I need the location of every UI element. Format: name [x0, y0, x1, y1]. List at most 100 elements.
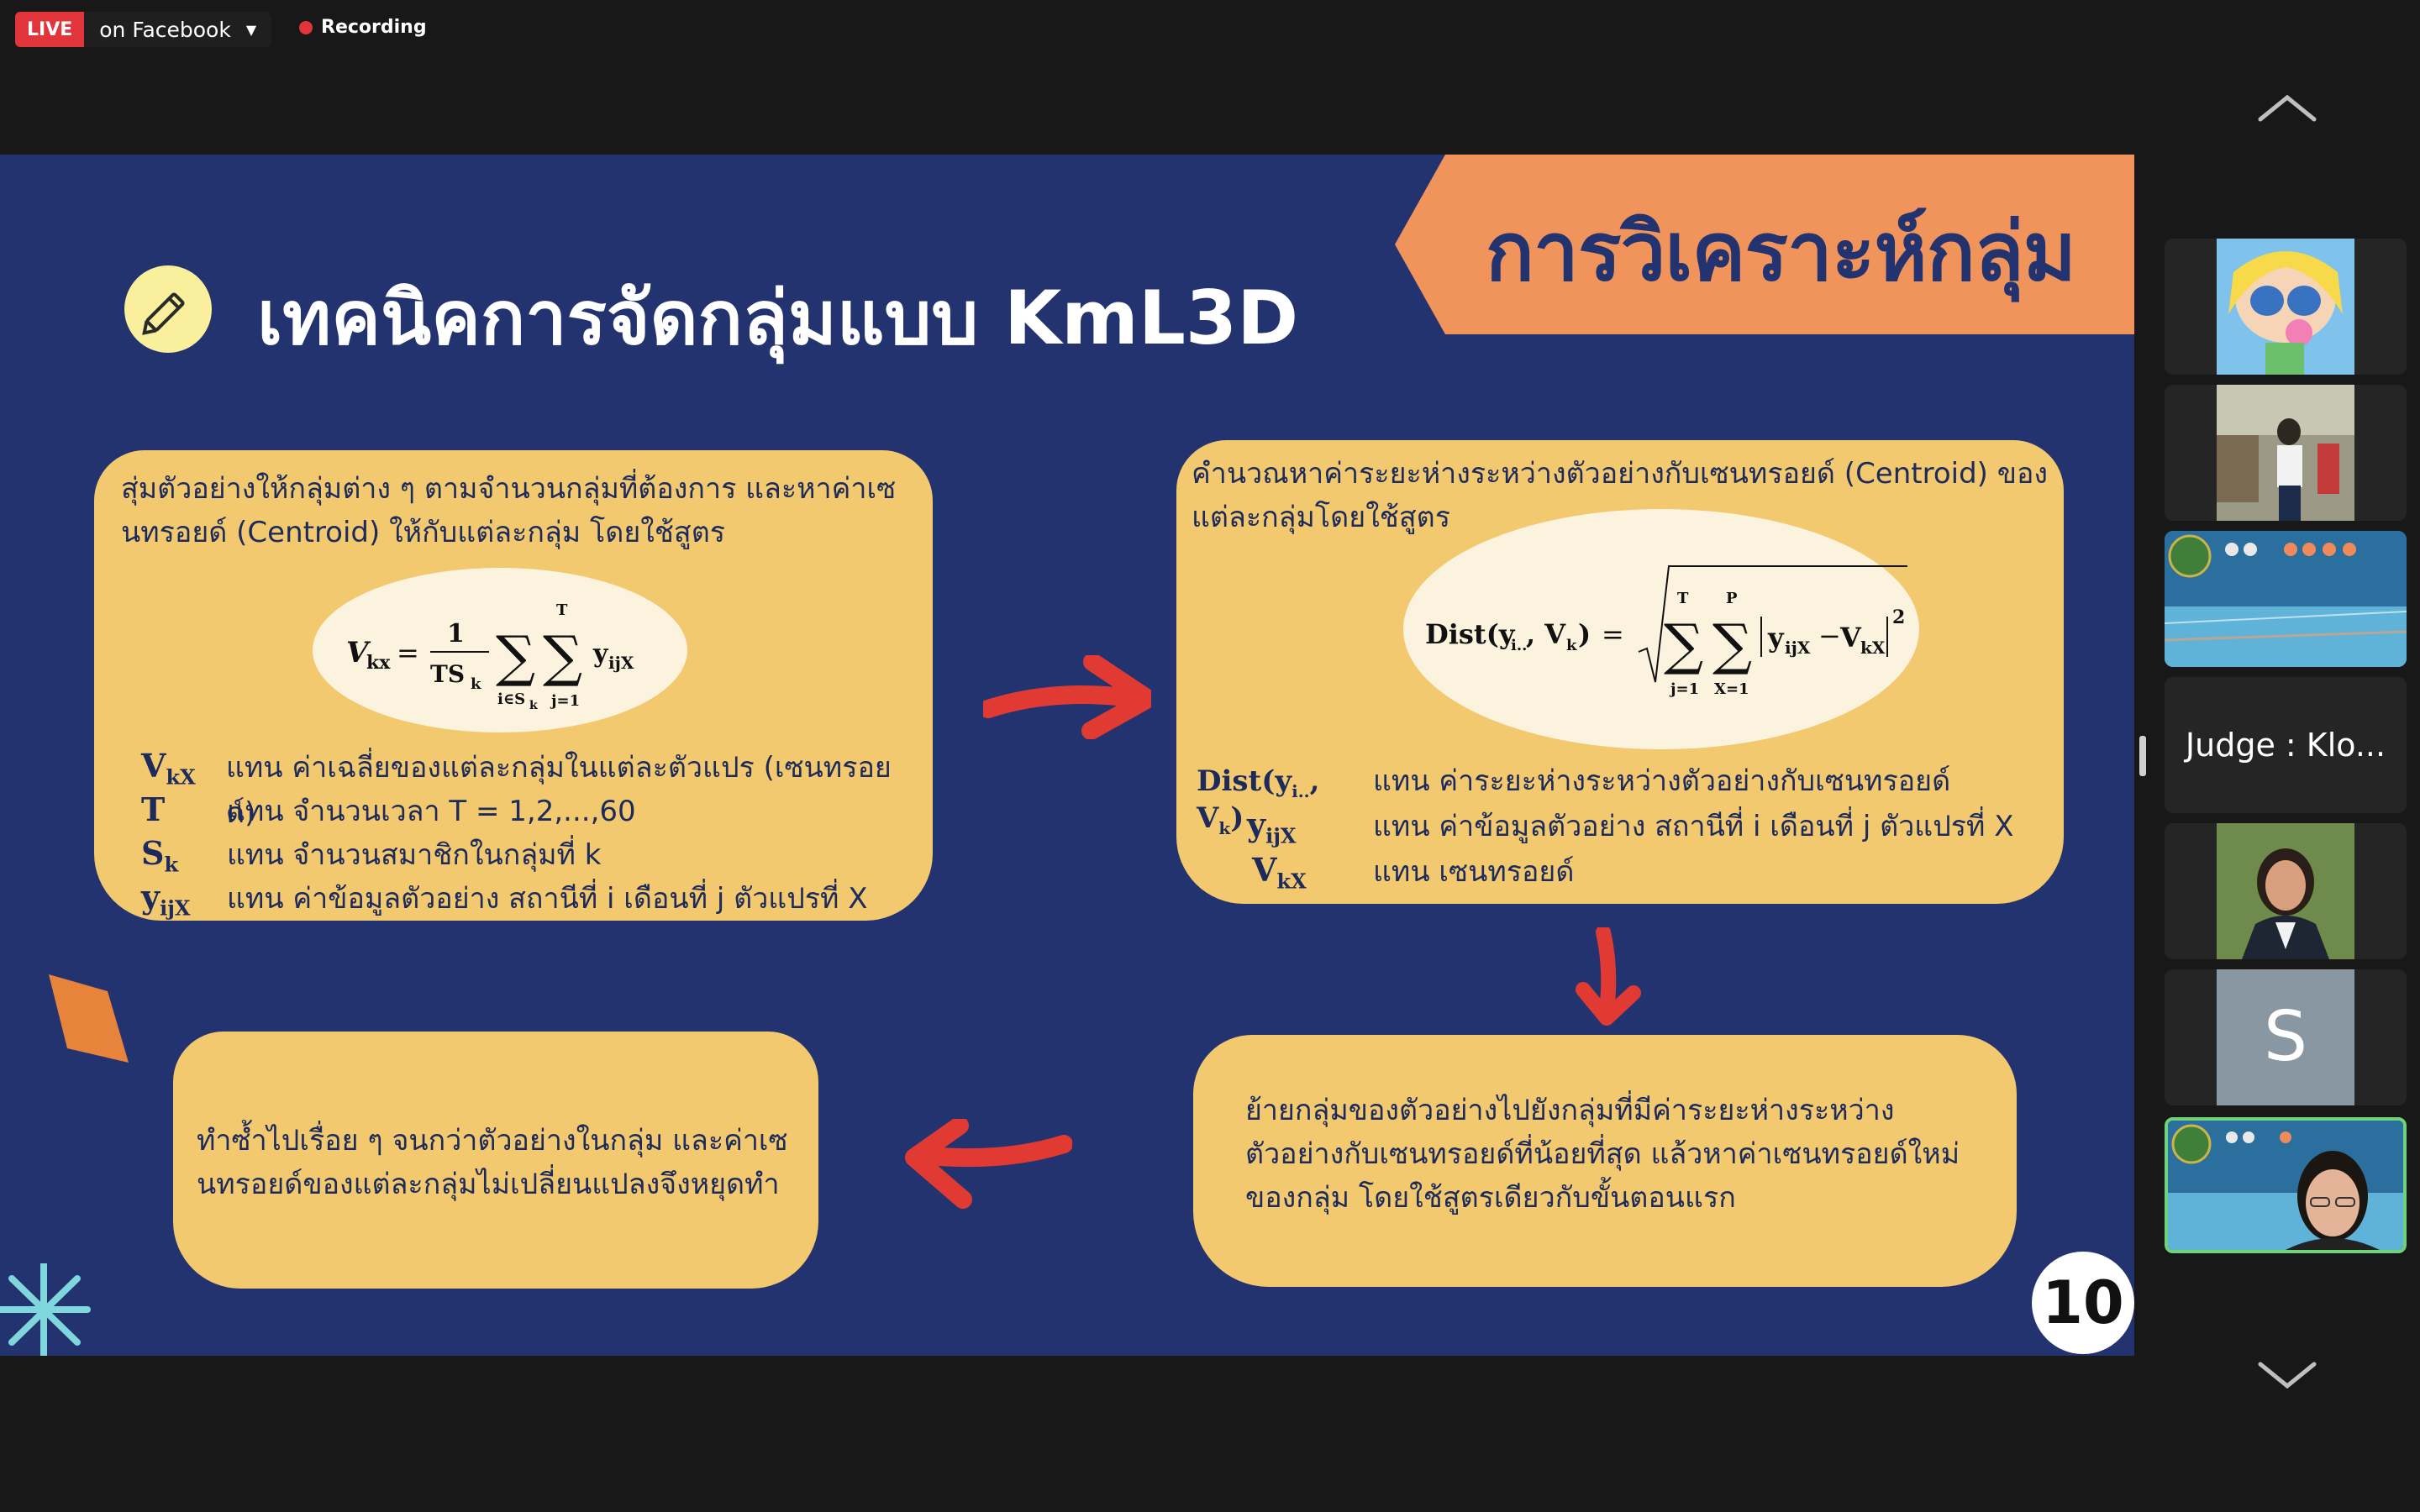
orange-leaf-decoration: [49, 974, 129, 1063]
step2-text-line2: แต่ละกลุ่มโดยใช้สูตร: [1192, 501, 1450, 534]
legend-symbol: yijX: [1247, 806, 1297, 848]
arrow-down-icon: [1571, 925, 1647, 1032]
distance-formula: Dist(y i.. , V k ) = ∑ T j=1 ∑ P X=1 y i…: [1403, 509, 1919, 749]
step1-text-line2: นทรอยด์ (Centroid) ให้กับแต่ละกลุ่ม โดยใ…: [121, 516, 726, 549]
live-facebook-dropdown[interactable]: LIVE on Facebook ▼: [15, 12, 272, 47]
legend-symbol: Dist(yi.., Vk): [1197, 764, 1320, 838]
svg-text:=: =: [397, 637, 419, 669]
legend-row: yijX แทน ค่าข้อมูลตัวอย่าง สถานีที่ i เด…: [141, 875, 914, 921]
svg-text:∑: ∑: [543, 624, 582, 689]
participant-tile[interactable]: [2165, 239, 2407, 375]
photo-avatar-icon: [2217, 385, 2354, 521]
live-badge: LIVE: [15, 12, 85, 47]
participant-tile[interactable]: [2165, 823, 2407, 959]
slide-title: เทคนิคการจัดกลุ่มแบบ KmL3D: [257, 275, 1299, 361]
svg-text:T: T: [556, 601, 568, 619]
legend-row: VkX แทน ค่าเฉลี่ยของแต่ละกลุ่มในแต่ละตัว…: [141, 744, 914, 830]
step2-legend: Dist(yi.., Vk) แทน ค่าระยะห่างระหว่างตัว…: [1197, 758, 2045, 894]
recording-indicator[interactable]: Recording: [299, 17, 427, 38]
step4-line1: ทำซ้ำไปเรื่อย ๆ จนกว่าตัวอย่างในกลุ่ม แล…: [197, 1124, 788, 1158]
svg-text:V: V: [346, 636, 371, 669]
step2-card: คำนวณหาค่าระยะห่างระหว่างตัวอย่างกับเซนท…: [1176, 440, 2064, 904]
arrow-right-icon: [979, 653, 1157, 743]
step1-legend: VkX แทน ค่าเฉลี่ยของแต่ละกลุ่มในแต่ละตัว…: [141, 744, 914, 921]
step1-text-line1: สุ่มตัวอย่างให้กลุ่มต่าง ๆ ตามจำนวนกลุ่ม…: [121, 472, 897, 506]
svg-text:2: 2: [1892, 606, 1905, 628]
svg-text:kx: kx: [366, 652, 391, 674]
legend-symbol: T: [141, 790, 166, 828]
legend-row: Dist(yi.., Vk) แทน ค่าระยะห่างระหว่างตัว…: [1197, 758, 2045, 838]
svg-text:i..: i..: [1511, 637, 1527, 654]
scroll-up-button[interactable]: [2257, 91, 2317, 133]
centroid-formula: V kx = 1 TS k ∑ i∈S k ∑ T j=1 y ijX: [313, 568, 687, 732]
chevron-down-icon: ▼: [245, 21, 257, 38]
legend-row: Sk แทน จำนวนสมาชิกในกลุ่มที่ k: [141, 832, 914, 877]
svg-text:=: =: [1602, 618, 1624, 650]
step3-line2: ตัวอย่างกับเซนทรอยด์ที่น้อยที่สุด แล้วหา…: [1245, 1137, 1960, 1171]
svg-text:y: y: [1767, 622, 1785, 654]
svg-text:, V: , V: [1526, 618, 1566, 650]
step3-card: ย้ายกลุ่มของตัวอย่างไปยังกลุ่มที่มีค่าระ…: [1193, 1035, 2017, 1287]
title-ribbon: [1395, 155, 2134, 334]
legend-symbol: VkX: [1252, 851, 1307, 894]
step3-line3: ของกลุ่ม โดยใช้สูตรเดียวกับขั้นตอนแรก: [1245, 1181, 1736, 1215]
scroll-down-button[interactable]: [2257, 1359, 2317, 1401]
recording-label: Recording: [321, 17, 427, 38]
legend-symbol: yijX: [141, 878, 191, 921]
svg-text:X=1: X=1: [1714, 680, 1749, 698]
legend-text: แทน ค่าข้อมูลตัวอย่าง สถานีที่ i เดือนที…: [227, 882, 868, 916]
participant-tile[interactable]: S: [2165, 969, 2407, 1105]
svg-text:): ): [1578, 618, 1591, 650]
svg-text:TS: TS: [430, 660, 465, 688]
svg-text:−: −: [1818, 620, 1841, 652]
step4-line2: นทรอยด์ของแต่ละกลุ่มไม่เปลี่ยนแปลงจึงหยุ…: [197, 1168, 780, 1201]
legend-text: แทน จำนวนสมาชิกในกลุ่มที่ k: [227, 838, 602, 872]
cartoon-avatar-icon: [2217, 239, 2354, 375]
step4-card: ทำซ้ำไปเรื่อย ๆ จนกว่าตัวอย่างในกลุ่ม แล…: [173, 1032, 818, 1289]
live-destination-label: on Facebook: [99, 17, 231, 42]
record-dot-icon: [299, 20, 313, 34]
photo-avatar-icon: [2217, 823, 2354, 959]
participant-name: Judge : Klo...: [2185, 727, 2386, 764]
svg-text:ijX: ijX: [1785, 638, 1811, 658]
svg-text:k: k: [1566, 637, 1577, 654]
step1-card: สุ่มตัวอย่างให้กลุ่มต่าง ๆ ตามจำนวนกลุ่ม…: [94, 450, 933, 921]
step2-text-line1: คำนวณหาค่าระยะห่างระหว่างตัวอย่างกับเซนท…: [1192, 457, 2049, 491]
shared-slide: การวิเคราะห์กลุ่ม เทคนิคการจัดกลุ่มแบบ K…: [0, 155, 2134, 1356]
legend-row: T แทน จำนวนเวลา T = 1,2,...,60: [141, 788, 914, 832]
participant-tile[interactable]: [2165, 531, 2407, 667]
step3-line1: ย้ายกลุ่มของตัวอย่างไปยังกลุ่มที่มีค่าระ…: [1245, 1094, 1895, 1127]
active-speaker-video-icon: [2168, 1121, 2403, 1250]
svg-text:Dist(y: Dist(y: [1425, 618, 1516, 650]
svg-text:P: P: [1726, 590, 1738, 607]
svg-text:j=1: j=1: [1669, 680, 1699, 698]
svg-text:∑: ∑: [496, 624, 535, 689]
arrow-left-icon: [904, 1116, 1073, 1215]
svg-text:kX: kX: [1860, 638, 1886, 658]
svg-text:ijX: ijX: [608, 653, 634, 673]
legend-row: yijX แทน ค่าข้อมูลตัวอย่าง สถานีที่ i เด…: [1197, 803, 2045, 848]
svg-text:i∈S: i∈S: [497, 690, 525, 708]
svg-text:∑: ∑: [1664, 612, 1703, 677]
participant-tile[interactable]: Judge : Klo...: [2165, 677, 2407, 813]
svg-text:k: k: [471, 675, 481, 693]
legend-text: แทน ค่าเฉลี่ยของแต่ละกลุ่มในแต่ละตัวแปร …: [225, 751, 892, 830]
legend-text: แทน ค่าระยะห่างระหว่างตัวอย่างกับเซนทรอย…: [1373, 764, 1951, 798]
ribbon-title: การวิเคราะห์กลุ่ม: [1485, 205, 2076, 299]
legend-row: VkX แทน เซนทรอยด์: [1197, 848, 2045, 894]
participant-tile[interactable]: [2165, 385, 2407, 521]
panel-resize-handle[interactable]: [2139, 736, 2146, 776]
legend-symbol: VkX: [141, 747, 196, 790]
svg-text:V: V: [1839, 622, 1862, 654]
legend-text: แทน จำนวนเวลา T = 1,2,...,60: [227, 795, 636, 828]
svg-text:∑: ∑: [1712, 612, 1752, 677]
asterisk-decoration: [0, 1260, 92, 1356]
participant-initial: S: [2217, 969, 2354, 1105]
svg-text:T: T: [1677, 590, 1689, 607]
svg-text:y: y: [592, 639, 609, 669]
slide-page-number: 10: [2032, 1252, 2134, 1354]
svg-text:j=1: j=1: [550, 692, 580, 710]
tech-background-avatar-icon: [2165, 531, 2407, 667]
participant-tile-active-speaker[interactable]: [2165, 1117, 2407, 1253]
legend-symbol: Sk: [141, 834, 179, 877]
